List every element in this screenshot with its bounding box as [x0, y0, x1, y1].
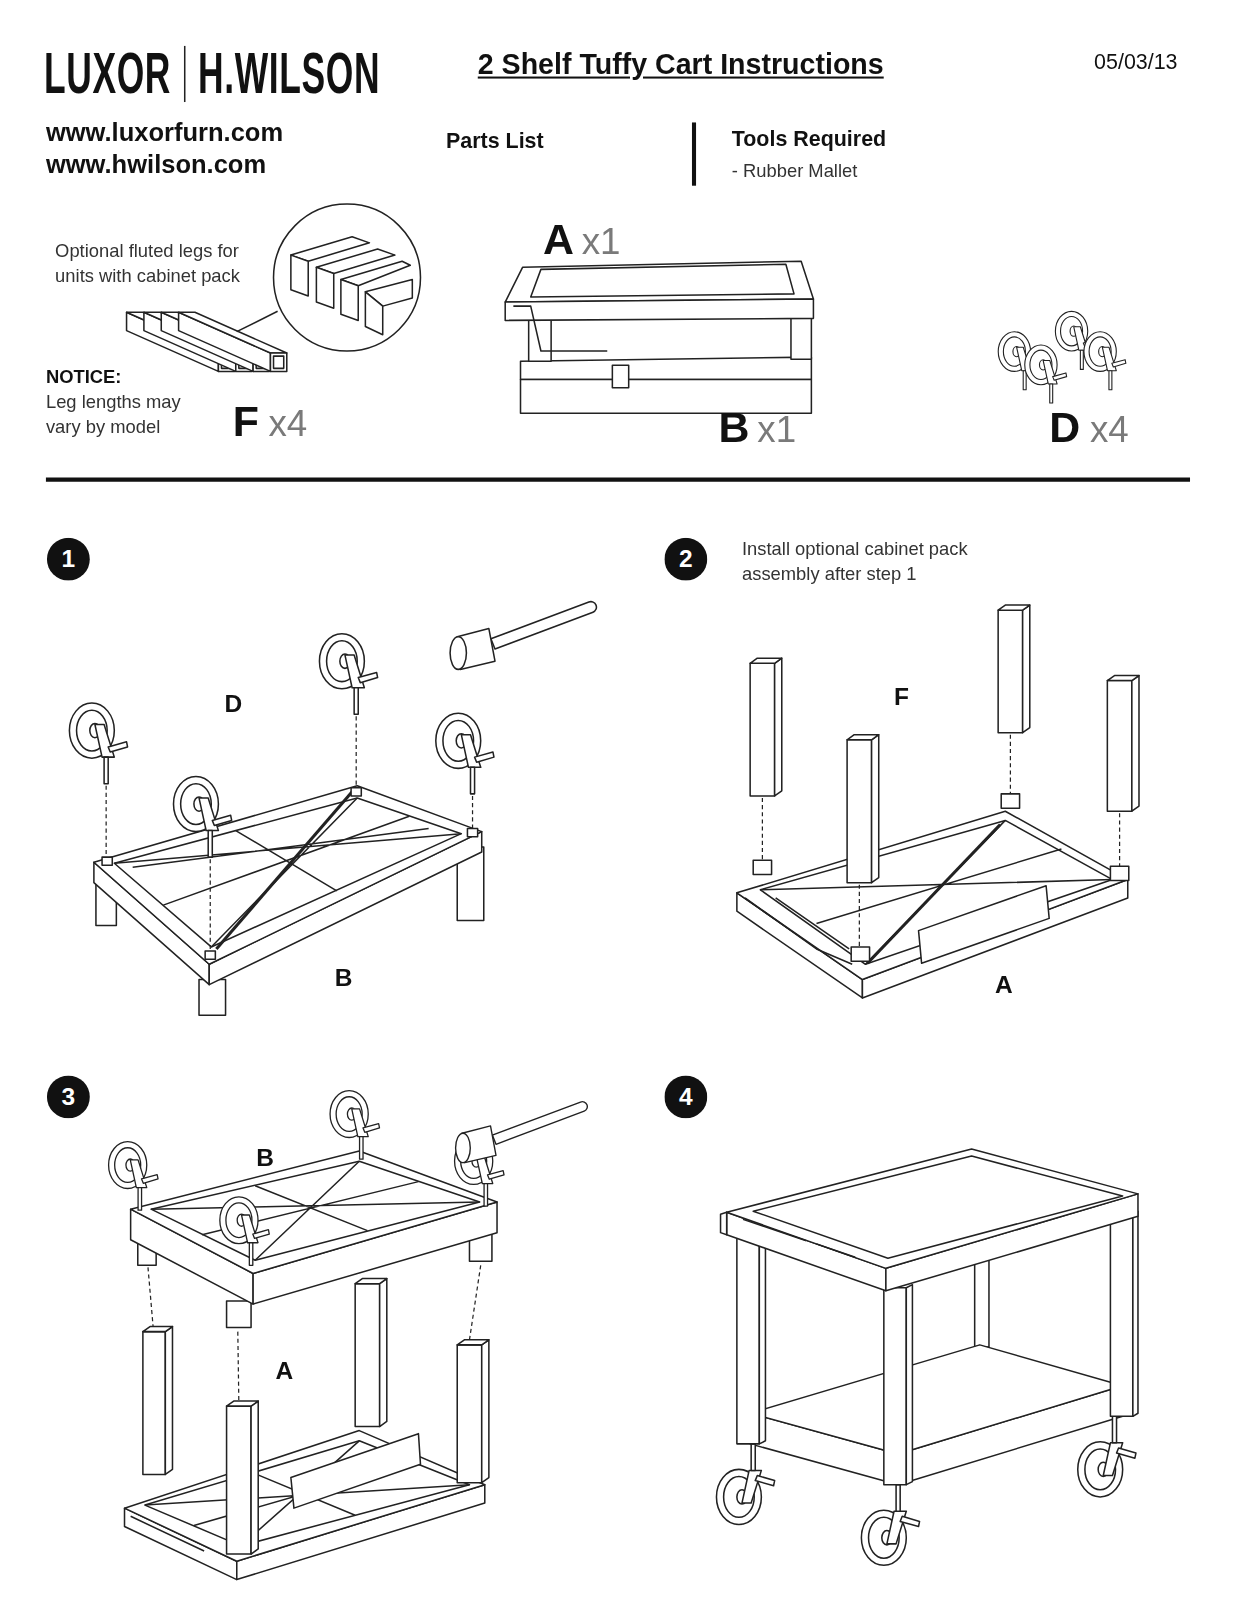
- part-label: D: [225, 690, 243, 719]
- website: www.hwilson.com: [46, 149, 266, 180]
- step-number: 4: [679, 1083, 693, 1112]
- step-note: Install optional cabinet pack assembly a…: [742, 537, 1009, 586]
- part-label: B: [256, 1144, 274, 1173]
- part-label: B: [335, 963, 353, 992]
- step-number-circle: 4: [664, 1076, 707, 1119]
- tool-item: - Rubber Mallet: [732, 160, 858, 182]
- date: 05/03/13: [1094, 49, 1177, 75]
- part-quantity: x4: [1090, 411, 1129, 448]
- part-label: F: [894, 683, 909, 712]
- section-heading: Tools Required: [732, 126, 886, 152]
- part-letter: F: [233, 400, 259, 443]
- notice-heading: NOTICE:: [46, 366, 122, 388]
- part-letter: A: [543, 218, 574, 261]
- step-number-circle: 1: [47, 538, 90, 581]
- title: 2 Shelf Tuffy Cart Instructions: [478, 48, 884, 82]
- part-quantity: x1: [757, 411, 796, 448]
- part-label: A: [995, 970, 1013, 999]
- brand-logo: LUXOR: [44, 45, 171, 102]
- section-heading: Parts List: [446, 128, 544, 154]
- note: Optional fluted legs for units with cabi…: [55, 239, 274, 288]
- part-letter: B: [719, 406, 750, 449]
- part-letter: D: [1049, 406, 1080, 449]
- step-number-circle: 3: [47, 1076, 90, 1119]
- part-quantity: x1: [582, 223, 621, 260]
- step-number: 3: [62, 1083, 76, 1112]
- step-number: 1: [62, 545, 76, 574]
- brand-logo: H.WILSON: [198, 45, 380, 102]
- part-quantity: x4: [268, 405, 307, 442]
- part-label: A: [276, 1356, 294, 1385]
- step-number: 2: [679, 545, 693, 574]
- note: Leg lengths may vary by model: [46, 390, 199, 439]
- website: www.luxorfurn.com: [46, 116, 283, 147]
- step-number-circle: 2: [664, 538, 707, 581]
